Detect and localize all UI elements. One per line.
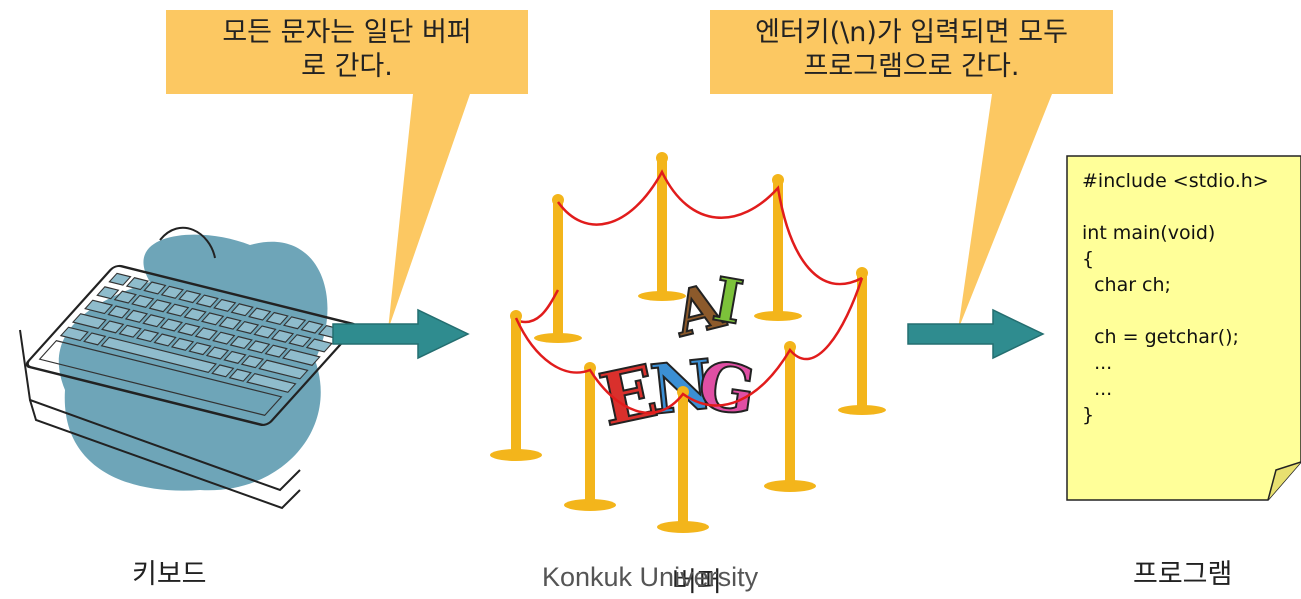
program-code: #include <stdio.h> int main(void) { char… (1082, 168, 1292, 428)
right-callout-line1: 엔터키(\n)가 입력되면 모두 (755, 17, 1068, 48)
right-callout (710, 10, 1113, 330)
right-callout-line2: 프로그램으로 간다. (803, 51, 1020, 82)
watermark-text: Konkuk University (542, 562, 759, 592)
buffer-illustration: E N G A I (490, 152, 886, 533)
keyboard-illustration (19, 226, 357, 510)
keyboard-label: 키보드 (132, 559, 207, 590)
arrow-keyboard-to-buffer (332, 308, 470, 360)
buffer-letter-g: G (694, 346, 761, 431)
code-blank (1082, 194, 1292, 220)
buffer-label: 버퍼 (672, 567, 722, 598)
program-label: 프로그램 (1133, 559, 1233, 590)
code-blank (1082, 298, 1292, 324)
left-callout-text: 모든 문자는 일단 버퍼 로 간다. (166, 16, 528, 84)
left-callout-line2: 로 간다. (301, 51, 393, 82)
arrow-buffer-to-program (907, 308, 1045, 360)
code-line-main: int main(void) (1082, 222, 1216, 244)
code-line-char: char ch; (1082, 274, 1171, 296)
left-callout-line1: 모든 문자는 일단 버퍼 (222, 17, 472, 48)
right-callout-text: 엔터키(\n)가 입력되면 모두 프로그램으로 간다. (710, 16, 1113, 84)
program-note (1066, 155, 1301, 501)
code-line-ellipsis-1: ... (1082, 352, 1113, 374)
left-callout (166, 10, 528, 330)
code-line-close-brace: } (1082, 404, 1095, 426)
code-line-open-brace: { (1082, 248, 1095, 270)
code-line-include: #include <stdio.h> (1082, 170, 1269, 192)
code-line-ellipsis-2: ... (1082, 378, 1113, 400)
code-line-getchar: ch = getchar(); (1082, 326, 1239, 348)
